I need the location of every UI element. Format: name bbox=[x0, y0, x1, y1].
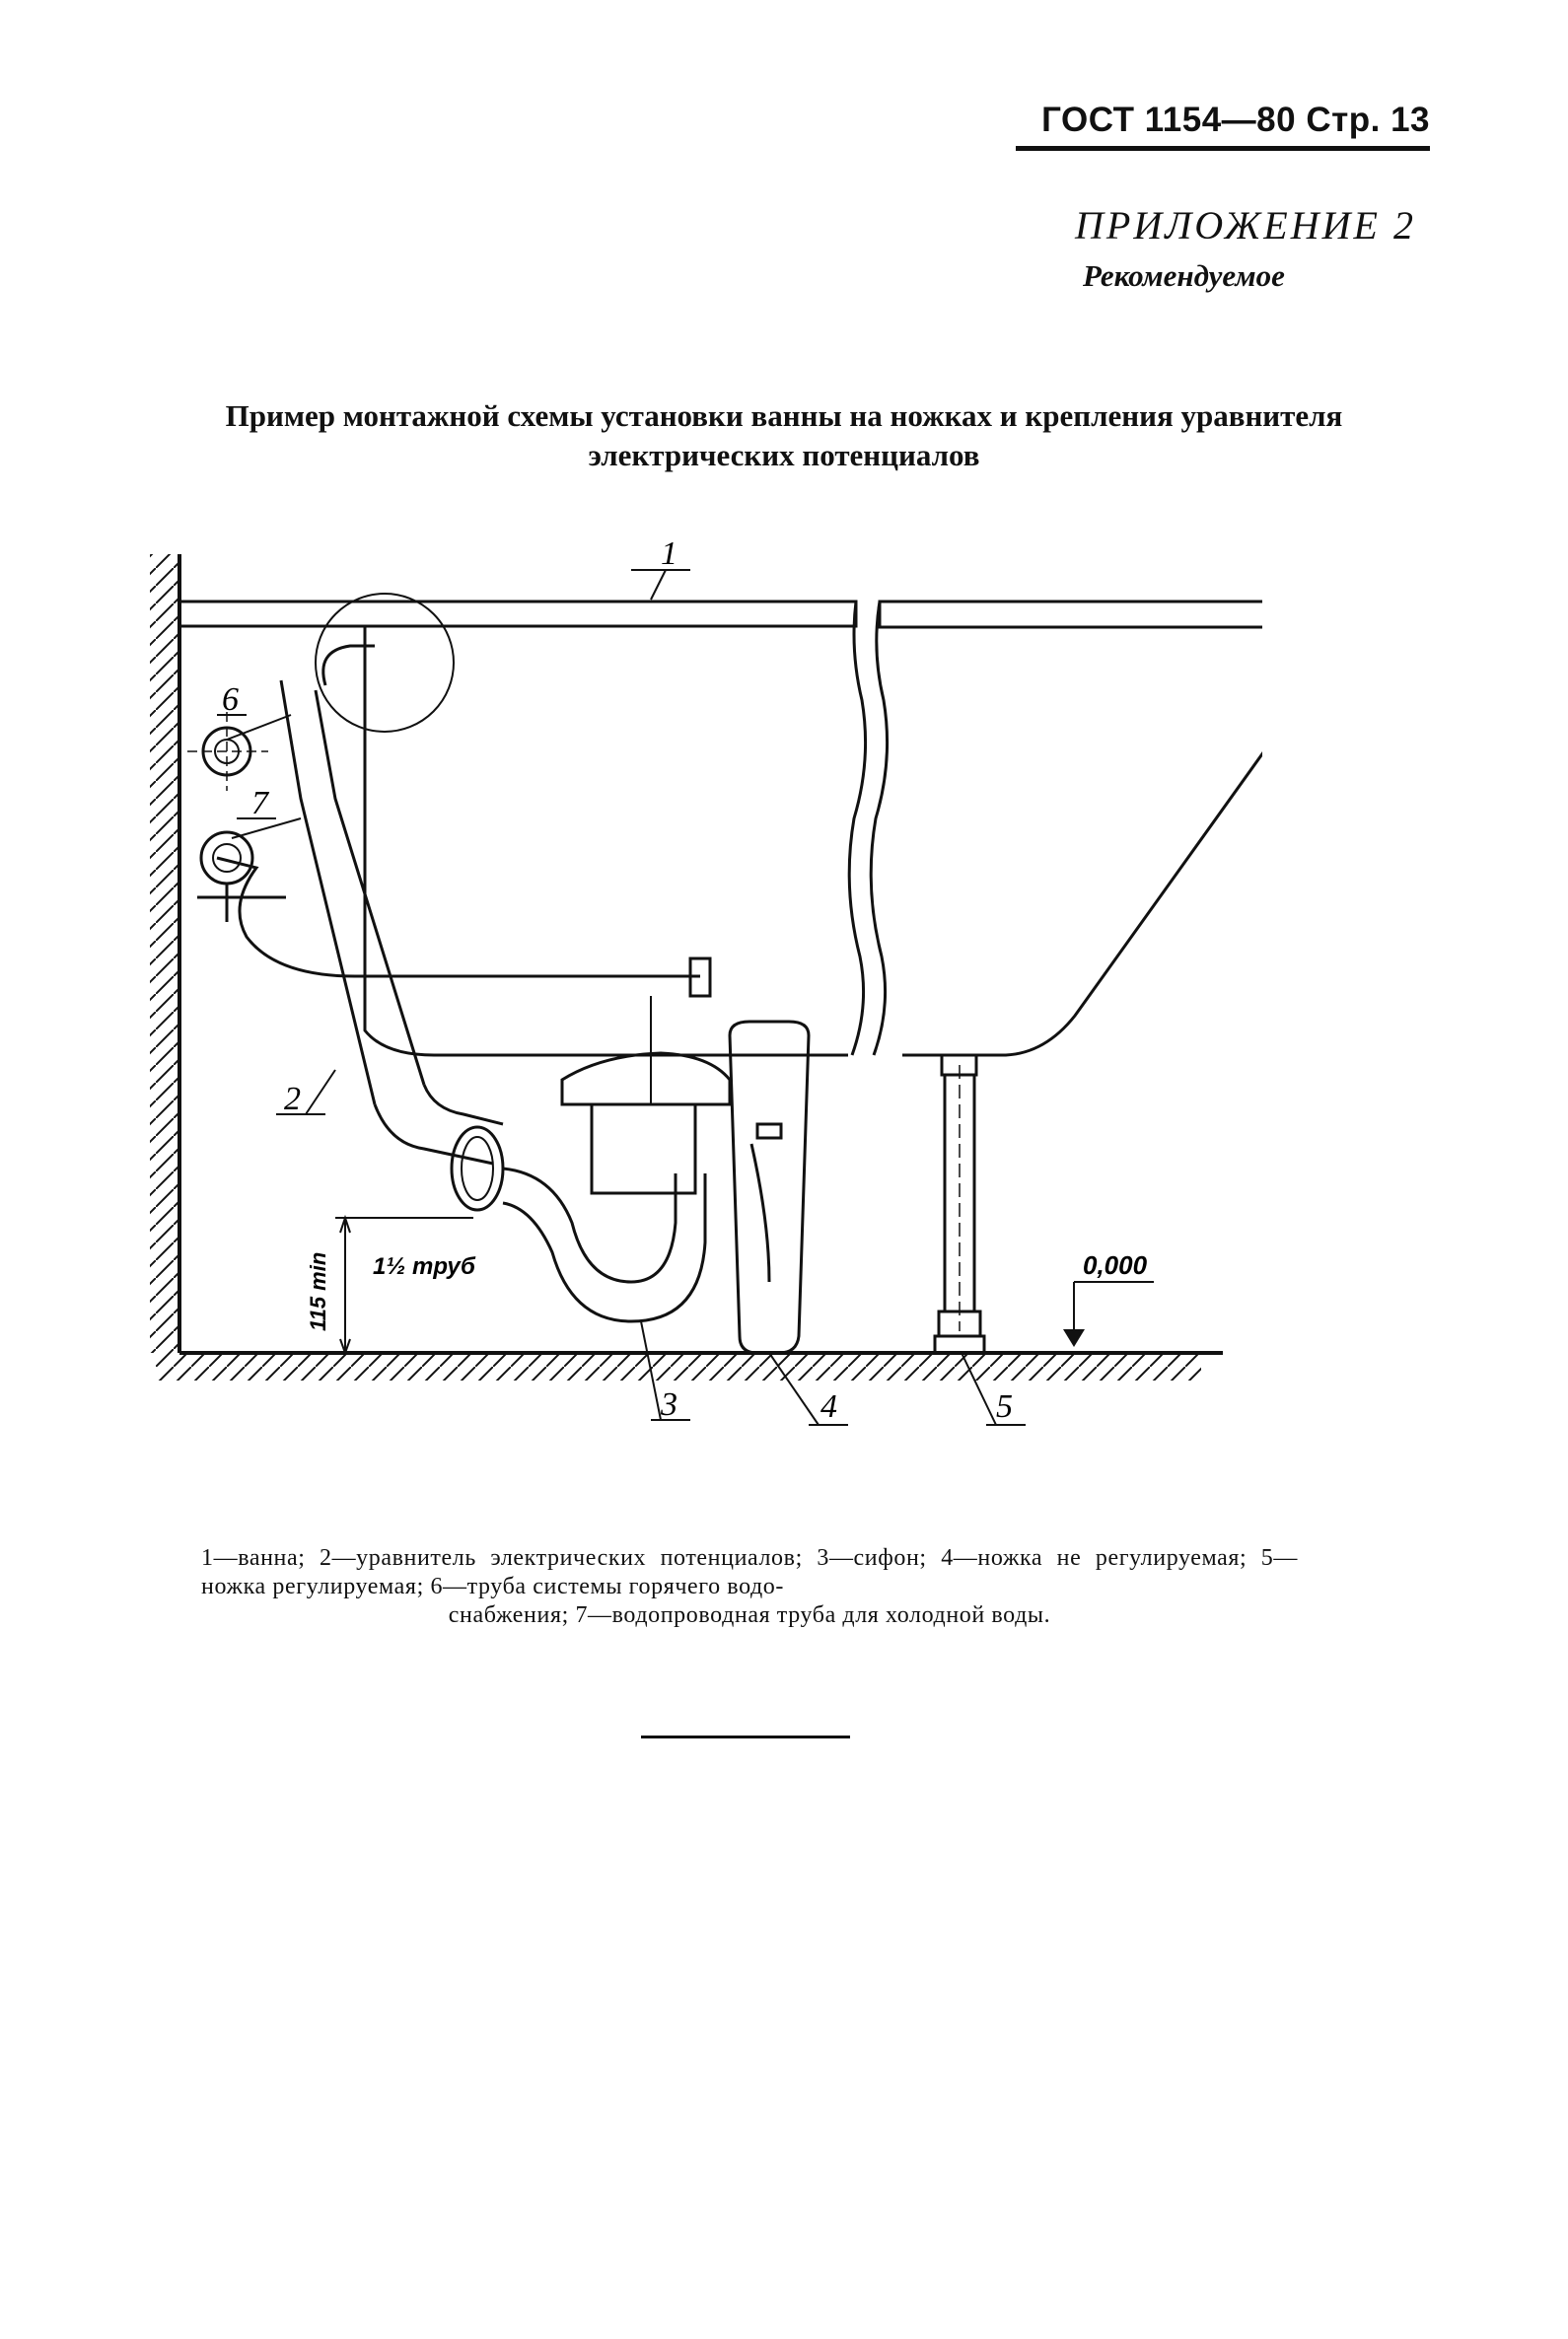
caption-line-3: снабжения; 7—водопроводная труба для хол… bbox=[448, 1602, 1051, 1628]
pipe-7 bbox=[197, 830, 286, 922]
label-6: 6 bbox=[222, 681, 239, 718]
pipe-size-label: 1½ труб bbox=[373, 1253, 476, 1280]
dimension-115 bbox=[335, 1214, 473, 1356]
leg-4 bbox=[728, 1020, 811, 1355]
installation-diagram: 1 6 7 2 3 4 5 115 min 1½ труб 0,000 bbox=[150, 535, 1262, 1426]
equalizer-wire bbox=[216, 856, 712, 998]
label-4: 4 bbox=[820, 1388, 837, 1425]
overflow-pipe bbox=[279, 593, 504, 1166]
leg-5 bbox=[933, 1053, 986, 1355]
page-header: ГОСТ 1154—80 Стр. 13 bbox=[1041, 101, 1430, 139]
header-rule bbox=[1016, 146, 1430, 151]
label-5: 5 bbox=[996, 1388, 1013, 1425]
appendix-status: Рекомендуемое bbox=[1083, 258, 1285, 293]
caption-line-1: 1—ванна; 2—уравнитель электрических поте… bbox=[201, 1545, 1298, 1599]
end-rule bbox=[641, 1736, 850, 1738]
label-1: 1 bbox=[661, 535, 677, 572]
label-2: 2 bbox=[284, 1081, 301, 1117]
level-text: 0,000 bbox=[1083, 1250, 1148, 1280]
label-3: 3 bbox=[660, 1386, 677, 1423]
appendix-title: ПРИЛОЖЕНИЕ 2 bbox=[1075, 203, 1416, 248]
figure-title: Пример монтажной схемы установки ванны н… bbox=[225, 398, 1343, 472]
floor bbox=[156, 1351, 1223, 1381]
wall bbox=[150, 554, 181, 1353]
level-mark bbox=[1063, 1281, 1154, 1347]
siphon bbox=[450, 996, 732, 1323]
label-7: 7 bbox=[251, 785, 270, 821]
figure-caption: 1—ванна; 2—уравнитель электрических поте… bbox=[201, 1544, 1298, 1630]
bathtub bbox=[178, 600, 1262, 1057]
pipe-6 bbox=[187, 712, 268, 791]
dimension-115-text: 115 min bbox=[306, 1252, 330, 1331]
leader-lines bbox=[217, 569, 1026, 1426]
